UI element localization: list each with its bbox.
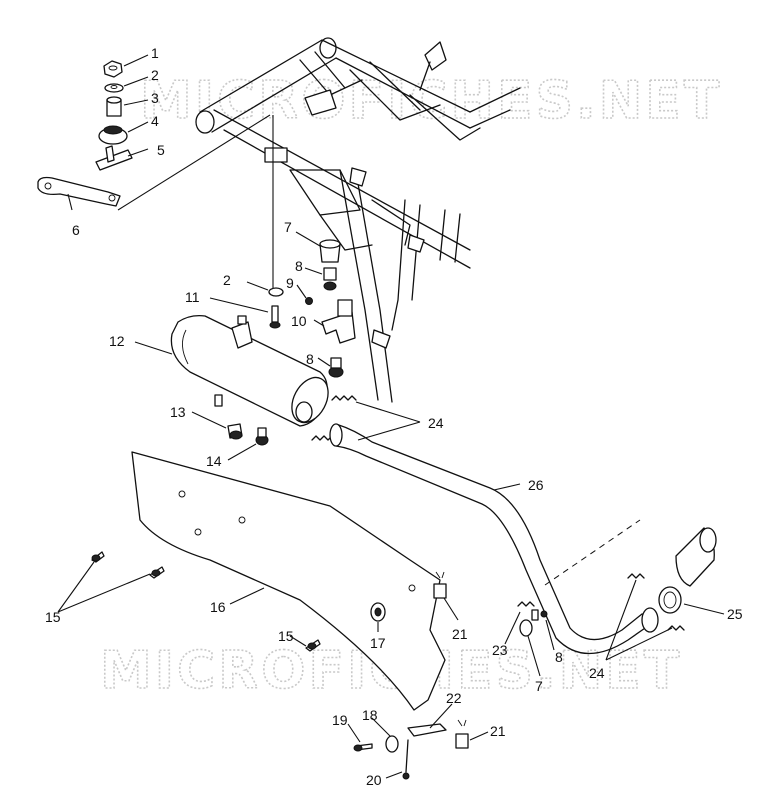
muffler — [170, 314, 329, 446]
callout-13: 13 — [170, 404, 186, 420]
callout-2: 2 — [151, 67, 159, 83]
callout-7: 7 — [284, 219, 292, 235]
callout-10: 10 — [291, 313, 307, 329]
callout-20: 20 — [366, 772, 382, 788]
callout-22: 22 — [446, 690, 462, 706]
watermark-top: MICROFICHES.NET — [140, 71, 722, 131]
callout-6: 6 — [72, 222, 80, 238]
leader-lines — [57, 54, 725, 779]
callout-26: 26 — [528, 477, 544, 493]
callout-3: 3 — [151, 90, 159, 106]
callout-21: 21 — [452, 626, 468, 642]
callout-24: 24 — [428, 415, 444, 431]
callout-19: 19 — [332, 712, 348, 728]
callout-16: 16 — [210, 599, 226, 615]
callout-labels: 1 2 3 4 5 6 7 2 8 9 10 11 12 8 13 14 24 … — [45, 45, 743, 788]
exhaust-port — [658, 527, 717, 614]
frame — [195, 37, 521, 403]
callout-24b: 24 — [589, 665, 605, 681]
callout-7b: 7 — [535, 678, 543, 694]
callout-8: 8 — [295, 258, 303, 274]
callout-21b: 21 — [490, 723, 506, 739]
callout-25: 25 — [727, 606, 743, 622]
alignment-line — [117, 114, 271, 211]
callout-5: 5 — [157, 142, 165, 158]
callout-17: 17 — [370, 635, 386, 651]
callout-8c: 8 — [555, 649, 563, 665]
callout-18: 18 — [362, 707, 378, 723]
callout-15b: 15 — [278, 628, 294, 644]
callout-4: 4 — [151, 113, 159, 129]
callout-15: 15 — [45, 609, 61, 625]
springs-upper — [311, 395, 685, 631]
callout-9: 9 — [286, 275, 294, 291]
mount-stack — [37, 60, 133, 207]
callout-8b: 8 — [306, 351, 314, 367]
callout-11: 11 — [185, 289, 200, 305]
callout-14: 14 — [206, 453, 222, 469]
fasteners-lower — [91, 551, 548, 780]
header-pipe — [329, 423, 659, 655]
callout-23: 23 — [492, 642, 508, 658]
hardware-upper — [268, 239, 344, 378]
callout-2b: 2 — [223, 272, 231, 288]
heat-shield — [131, 451, 446, 711]
callout-12: 12 — [109, 333, 125, 349]
callout-1: 1 — [151, 45, 159, 61]
